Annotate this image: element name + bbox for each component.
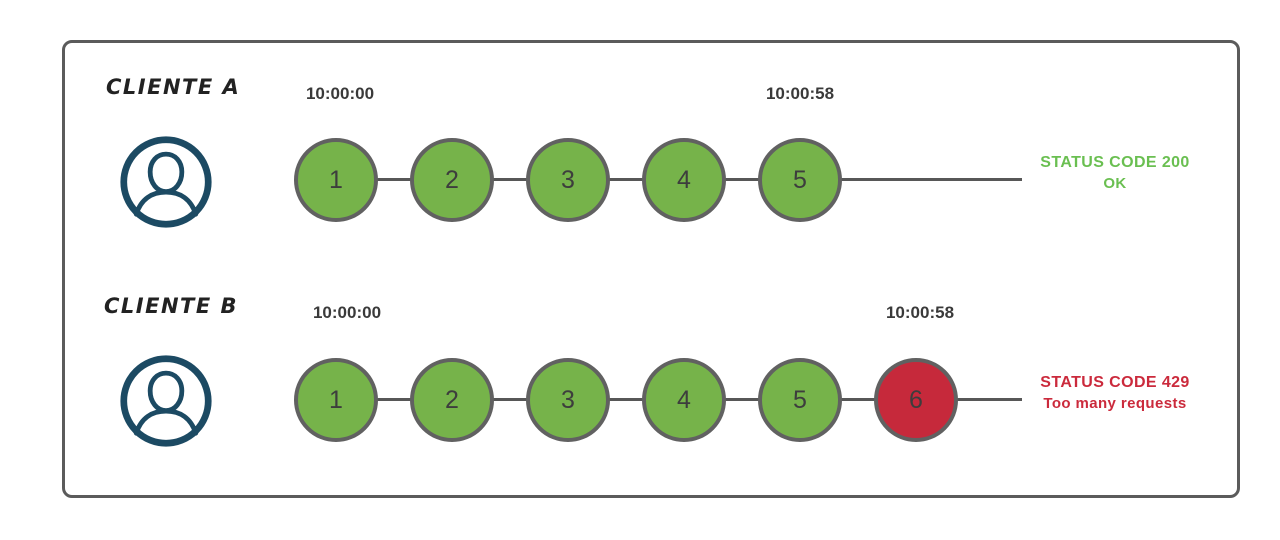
timestamp-start: 10:00:00 [305,84,375,103]
status-text: STATUS CODE 429 Too many requests [1015,372,1215,414]
status-code: STATUS CODE 200 [1040,154,1190,171]
request-number: 1 [329,385,343,414]
timestamp-end: 10:00:58 [765,84,835,103]
request-step-2: 2 [410,358,494,442]
request-number: 5 [793,385,807,414]
request-step-4: 4 [642,358,726,442]
request-step-1: 1 [294,358,378,442]
request-number: 2 [445,165,459,194]
request-number: 4 [677,385,691,414]
status-text: STATUS CODE 200 OK [1015,152,1215,194]
request-number: 2 [445,385,459,414]
request-step-3: 3 [526,358,610,442]
request-number: 3 [561,385,575,414]
request-number: 1 [329,165,343,194]
request-number: 3 [561,165,575,194]
request-step-2: 2 [410,138,494,222]
request-step-3: 3 [526,138,610,222]
user-avatar-icon [118,134,214,230]
timestamp-start: 10:00:00 [312,303,382,322]
request-step-6-rate-limited: 6 [874,358,958,442]
status-code: STATUS CODE 429 [1040,374,1190,391]
request-step-5: 5 [758,358,842,442]
request-number: 6 [909,385,923,414]
request-step-5: 5 [758,138,842,222]
status-message: Too many requests [1043,395,1187,412]
client-label: CLIENTE A [106,75,241,99]
status-message: OK [1103,175,1127,192]
user-avatar-icon [118,353,214,449]
client-label: CLIENTE B [104,294,239,318]
request-step-4: 4 [642,138,726,222]
request-step-1: 1 [294,138,378,222]
diagram-frame [62,40,1240,498]
request-number: 5 [793,165,807,194]
request-number: 4 [677,165,691,194]
timestamp-end: 10:00:58 [885,303,955,322]
